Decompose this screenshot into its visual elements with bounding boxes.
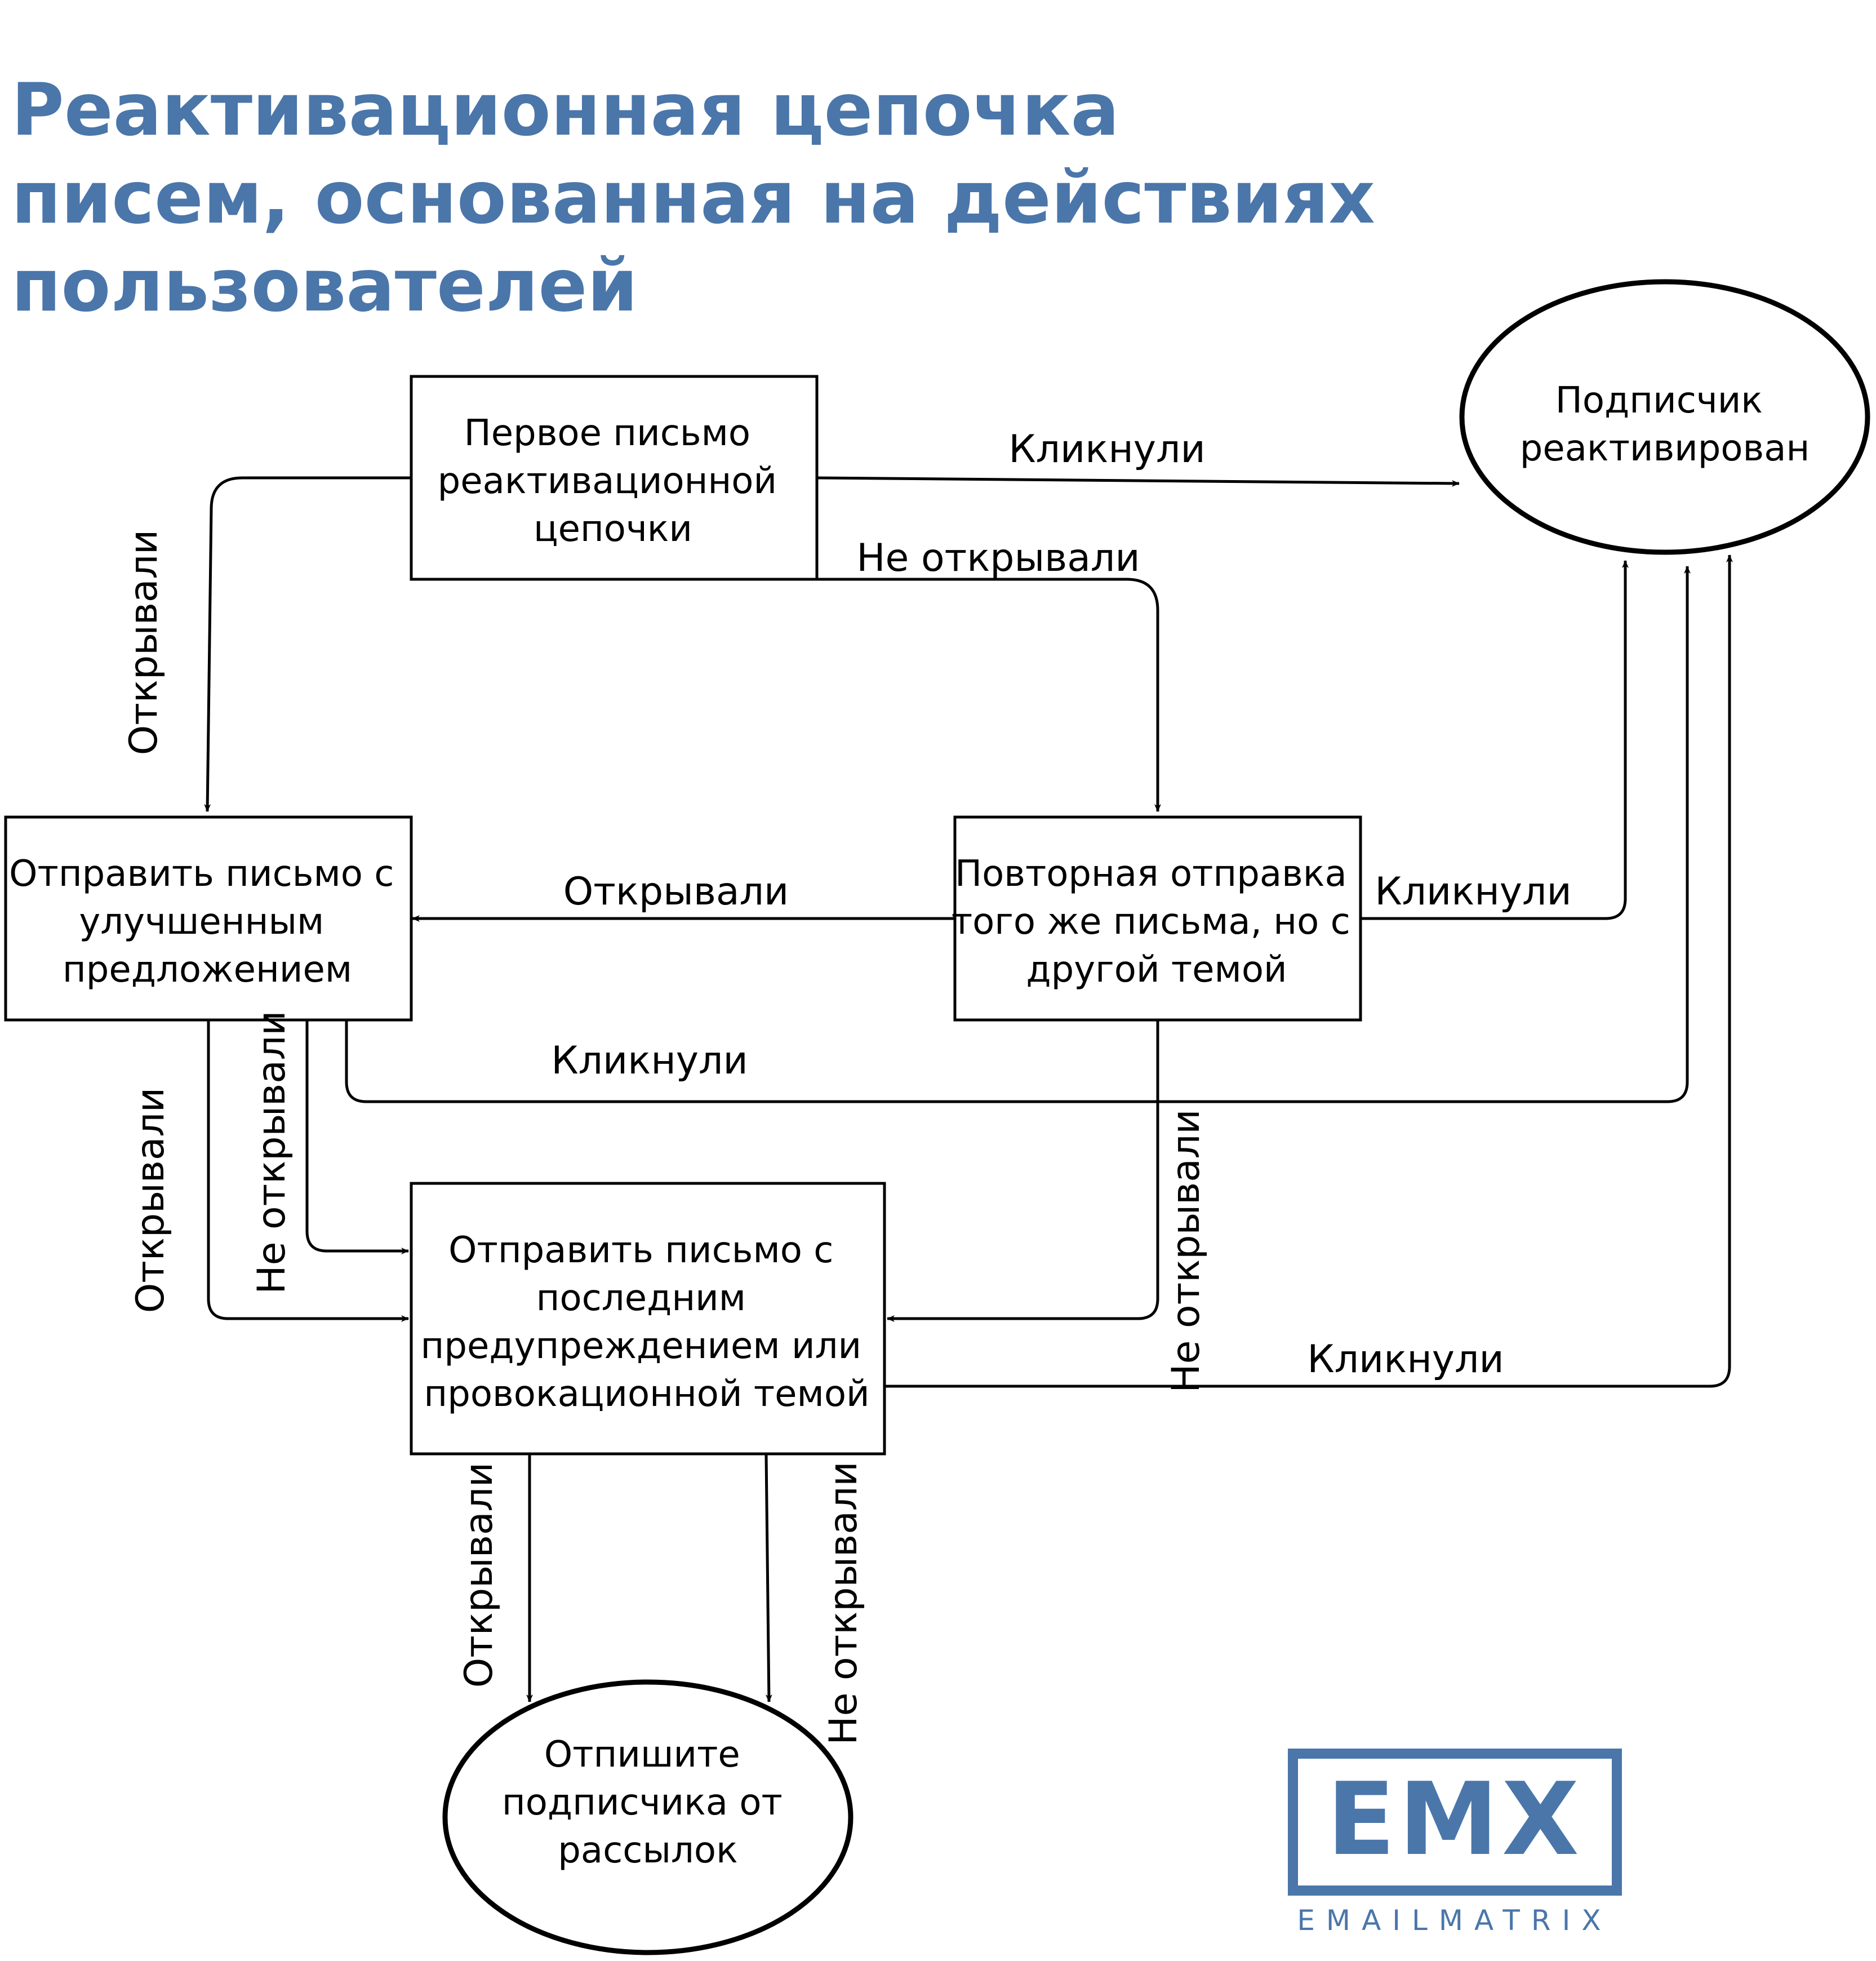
label-resend-opened: Открывали bbox=[563, 869, 789, 914]
edge-resend-clicked bbox=[1361, 560, 1629, 920]
emailmatrix-logo: EMX EMAILMATRIX bbox=[1288, 1749, 1622, 1937]
label-first-not-opened: Не открывали bbox=[856, 536, 1140, 580]
edge-last-not-opened bbox=[764, 1453, 772, 1702]
logo-mark: EMX bbox=[1327, 1761, 1582, 1878]
node-reactivated-text: Подписчик реактивирован bbox=[1520, 380, 1810, 469]
node-resend-text: Повторная отправка того же письма, но с … bbox=[952, 853, 1362, 991]
edge-first-clicked bbox=[816, 476, 1460, 487]
label-first-clicked: Кликнули bbox=[1008, 427, 1205, 472]
node-resend bbox=[953, 815, 1362, 1022]
label-improved-opened: Открывали bbox=[128, 1088, 173, 1313]
node-improved-offer bbox=[4, 815, 413, 1022]
node-reactivated bbox=[1459, 279, 1870, 555]
label-improved-clicked: Кликнули bbox=[551, 1039, 748, 1083]
edge-first-not-opened bbox=[817, 578, 1161, 812]
edge-last-clicked bbox=[884, 554, 1733, 1388]
node-first-email-text: Первое письмо реактивационной цепочки bbox=[438, 412, 789, 550]
label-improved-not-opened: Не открывали bbox=[250, 1010, 294, 1294]
title-line-2: писем, основанная на действиях bbox=[11, 156, 1375, 240]
edge-improved-not-opened bbox=[305, 1020, 409, 1254]
label-resend-clicked: Кликнули bbox=[1375, 869, 1571, 914]
edge-first-opened bbox=[204, 476, 411, 812]
node-last-warning bbox=[410, 1182, 886, 1456]
logo-name: EMAILMATRIX bbox=[1297, 1904, 1612, 1937]
edge-improved-clicked bbox=[345, 566, 1691, 1103]
node-unsubscribe bbox=[442, 1679, 853, 1955]
label-last-not-opened: Не открывали bbox=[821, 1461, 866, 1745]
label-first-opened: Открывали bbox=[122, 530, 166, 755]
title-line-3: пользователей bbox=[11, 244, 638, 328]
node-improved-offer-text: Отправить письмо с улучшенным предложени… bbox=[9, 853, 406, 991]
node-last-warning-text: Отправить письмо с последним предупрежде… bbox=[421, 1230, 873, 1415]
edge-improved-opened bbox=[207, 1020, 409, 1322]
label-last-clicked: Кликнули bbox=[1307, 1337, 1504, 1382]
diagram-title: Реактивационная цепочка писем, основанна… bbox=[11, 66, 1420, 330]
node-unsubscribe-text: Отпишите подписчика от рассылок bbox=[502, 1734, 794, 1871]
edge-resend-not-opened bbox=[887, 1020, 1159, 1322]
node-first-email bbox=[410, 375, 819, 581]
title-line-1: Реактивационная цепочка bbox=[11, 68, 1119, 152]
label-last-opened: Открывали bbox=[457, 1462, 501, 1688]
label-resend-not-opened: Не открывали bbox=[1164, 1109, 1208, 1392]
